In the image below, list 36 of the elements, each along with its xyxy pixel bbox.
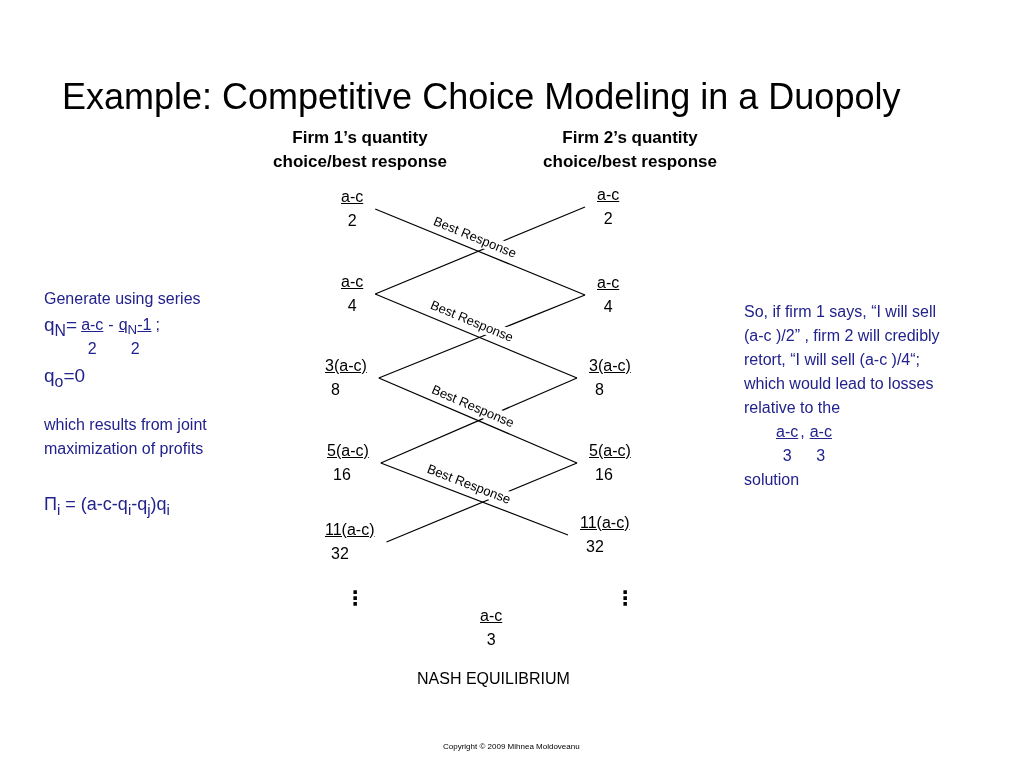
fraction: a-c 2 <box>329 185 376 233</box>
fraction-numerator: a-c <box>81 315 104 335</box>
fraction-numerator: a-c <box>809 421 832 442</box>
fraction-denominator: 2 <box>87 339 97 359</box>
slide-title: Example: Competitive Choice Modeling in a Duopoly <box>62 75 901 119</box>
fraction: 5(a-c) 16 <box>315 439 381 487</box>
formula-text: , <box>800 421 805 442</box>
fraction: 5(a-c) 16 <box>577 439 643 487</box>
fraction: a-c 4 <box>329 270 376 318</box>
formula-text: q$_{o}$=0 <box>44 364 86 392</box>
formula-text: Π$_{i}$ = (a-c-q$_{i}$-q$_{j}$)q$_{i}$ <box>44 493 170 520</box>
column-heading: Firm 1’s quantity choice/best response <box>272 127 448 173</box>
result-label: NASH EQUILIBRIUM <box>417 669 570 689</box>
fraction: a-c 4 <box>585 271 632 319</box>
fraction: 3(a-c) 8 <box>577 354 643 402</box>
fraction-numerator: a-c <box>776 421 799 442</box>
vertical-ellipsis: ⋮ <box>345 586 365 610</box>
fraction: 11(a-c) 32 <box>313 518 387 566</box>
fraction-denominator: 2 <box>130 339 140 359</box>
fraction: a-c 2 <box>585 183 632 231</box>
fraction: 3(a-c) 8 <box>313 354 379 402</box>
formula-text: q$_{N}$= <box>44 313 78 341</box>
fraction-numerator: q$_{N}$-1 <box>118 315 152 340</box>
fraction-denominator: 3 <box>816 445 826 466</box>
body-text: Generate using series <box>44 289 201 309</box>
column-heading: Firm 2’s quantity choice/best response <box>542 127 718 173</box>
copyright-text: Copyright © 2009 Mihnea Moldoveanu <box>443 742 580 752</box>
fraction-numerator: a-c <box>480 606 503 626</box>
fraction-denominator: 3 <box>782 445 792 466</box>
fraction-denominator: 3 <box>486 630 496 650</box>
body-text: solution <box>744 469 800 490</box>
body-text: which results from joint maximization of profits <box>44 415 208 459</box>
formula-text: ; <box>155 315 160 335</box>
fraction: 11(a-c) 32 <box>568 511 642 559</box>
formula-text: - <box>108 315 114 335</box>
vertical-ellipsis: ⋮ <box>615 586 635 610</box>
